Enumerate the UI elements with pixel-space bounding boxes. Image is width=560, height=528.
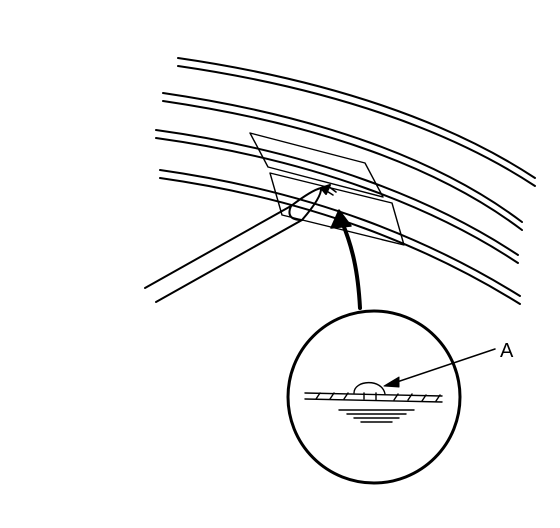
applicator-tool [144, 184, 331, 303]
detail-magnifier-circle [286, 309, 462, 485]
callout-a-leader [383, 348, 496, 388]
panel-band-top [177, 57, 536, 187]
repair-bead [353, 381, 386, 395]
callout-label-a: A [500, 340, 514, 362]
repair-patch-upper [249, 132, 384, 198]
detail-pointer-arrow [330, 209, 362, 310]
repair-patch-lower [269, 172, 405, 246]
panel-band-upper-middle [162, 92, 523, 231]
panel-band-lower-middle [155, 129, 519, 264]
crack-mark [324, 185, 337, 196]
cross-section-detail [304, 381, 443, 423]
panel-band-bottom [159, 169, 521, 305]
